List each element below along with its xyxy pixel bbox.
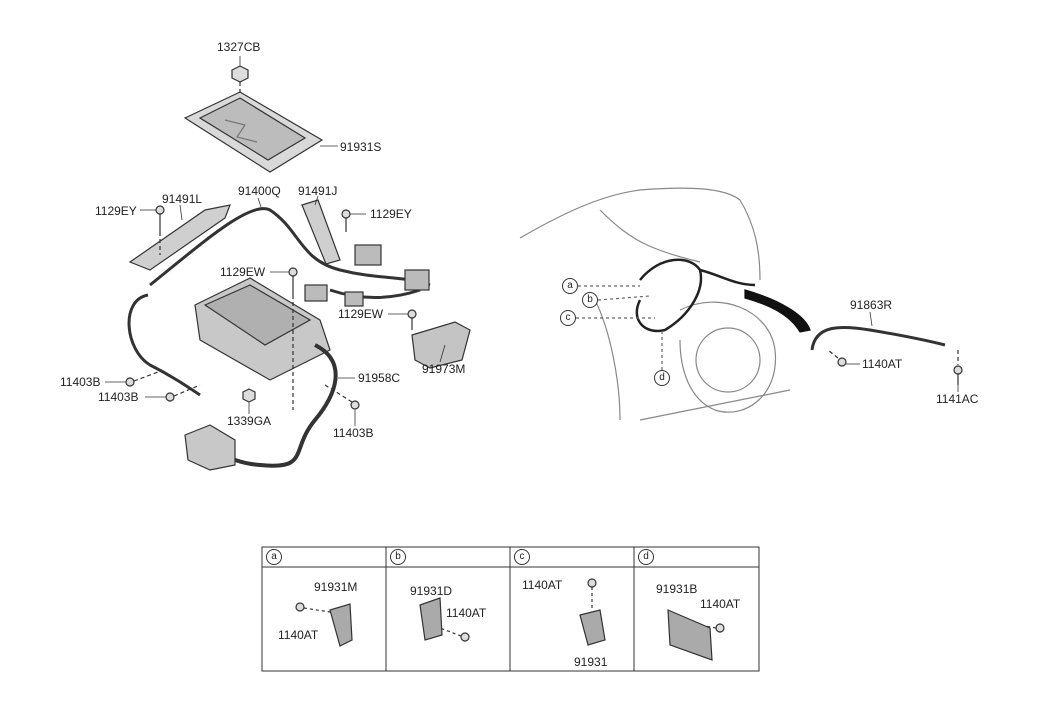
- vehicle-harness: [635, 258, 756, 333]
- detail-c-part-bottom: 91931: [574, 655, 608, 669]
- bracket-91491j: [301, 199, 341, 265]
- label-1129ey-right: 1129EY: [370, 207, 412, 221]
- label-1140at-main: 1140AT: [862, 357, 903, 371]
- table-header-b: b: [390, 549, 406, 565]
- label-1129ew-right: 1129EW: [338, 307, 384, 321]
- label-leaders: [105, 56, 959, 426]
- bolt-11403b-a: [125, 371, 159, 387]
- detail-d-drawing: [667, 609, 725, 661]
- label-11403b-b: 11403B: [98, 390, 139, 404]
- detail-b-part-top: 91931D: [410, 584, 453, 598]
- label-91958c: 91958C: [358, 371, 401, 385]
- detail-a-drawing: [295, 602, 353, 647]
- pointer-arrow: [744, 289, 811, 333]
- table-header-d: d: [638, 549, 654, 565]
- label-11403b-c: 11403B: [333, 426, 374, 440]
- detail-a-part-bottom: 1140AT: [278, 628, 319, 642]
- bolt-1129ey-right: [341, 209, 351, 232]
- harness-91400q: [127, 207, 431, 397]
- detail-table: [261, 546, 760, 672]
- callout-a: a: [562, 278, 578, 294]
- label-11403b-a: 11403B: [60, 375, 101, 389]
- detail-b-drawing: [419, 597, 470, 642]
- harness-connectors: [304, 244, 430, 307]
- label-1141ac: 1141AC: [936, 392, 979, 406]
- cable-91958c: [214, 343, 338, 468]
- callout-leaders: [576, 285, 663, 370]
- table-header-a: a: [266, 549, 282, 565]
- detail-c-part-top: 1140AT: [522, 578, 563, 592]
- bracket-91491l: [128, 204, 231, 271]
- nut-1327cb: [231, 65, 249, 96]
- label-1327cb: 1327CB: [217, 40, 261, 54]
- detail-a-part-top: 91931M: [314, 580, 358, 594]
- detail-b-part-side: 1140AT: [446, 606, 487, 620]
- label-1129ey-left: 1129EY: [95, 204, 137, 218]
- vehicle-rear-view: [519, 187, 791, 421]
- cover-plate-91931s: [183, 91, 324, 173]
- bolt-1141ac: [953, 350, 963, 385]
- charger-unit: [194, 277, 331, 381]
- label-91400q: 91400Q: [238, 184, 281, 198]
- label-91931s: 91931S: [340, 140, 382, 154]
- bolt-1140at-main: [827, 349, 847, 367]
- callout-c: c: [560, 310, 576, 326]
- label-91863r: 91863R: [850, 298, 893, 312]
- detail-d-part-side: 1140AT: [700, 597, 741, 611]
- detail-c-drawing: [579, 578, 606, 646]
- callout-b: b: [582, 292, 598, 308]
- label-91491j: 91491J: [298, 184, 338, 198]
- charge-inlet: [184, 424, 236, 471]
- label-1129ew-top: 1129EW: [220, 265, 266, 279]
- label-91491l: 91491L: [162, 192, 203, 206]
- label-1339ga: 1339GA: [227, 414, 272, 428]
- bolt-11403b-c: [324, 384, 360, 410]
- bolt-1129ew-right: [407, 309, 417, 330]
- cable-91863r: [810, 325, 946, 351]
- bracket-91973m: [411, 321, 471, 369]
- table-header-c: c: [514, 549, 530, 565]
- callout-d: d: [654, 370, 670, 386]
- nut-1339ga: [242, 388, 256, 403]
- label-91973m: 91973M: [422, 362, 466, 376]
- detail-d-part-top: 91931B: [656, 582, 698, 596]
